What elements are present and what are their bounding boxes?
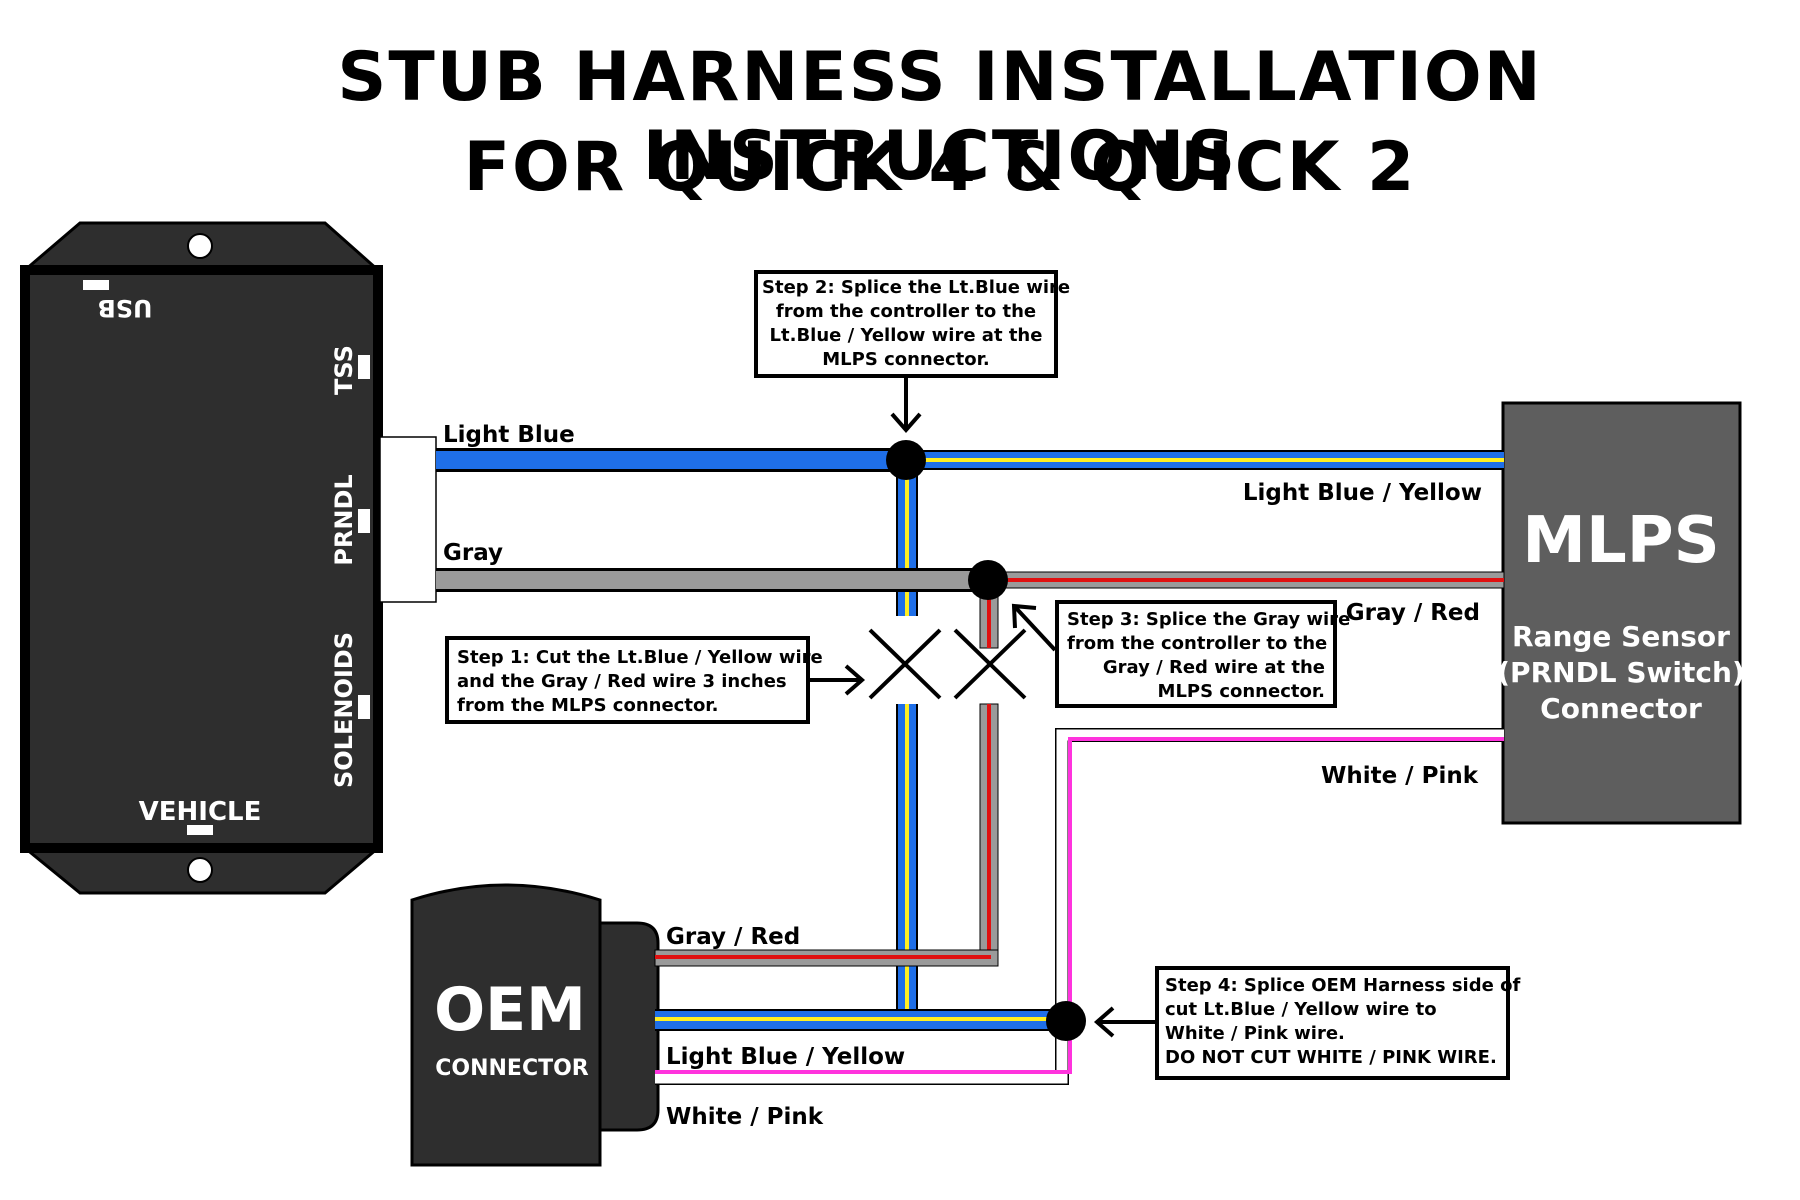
step4-line2: cut Lt.Blue / Yellow wire to — [1165, 999, 1437, 1020]
mlps-line1: Range Sensor — [1512, 620, 1730, 653]
step3-box: Step 3: Splice the Gray wire from the co… — [1055, 600, 1351, 708]
step1-line2: and the Gray / Red wire 3 inches — [457, 671, 787, 692]
arrow-step1 — [808, 664, 866, 696]
vehicle-label: VEHICLE — [139, 797, 262, 827]
step3-line3: Gray / Red wire at the — [1102, 657, 1325, 678]
splice-light-blue — [886, 440, 926, 480]
splice-white-pink — [1046, 1001, 1086, 1041]
wire-gray-red-mlps — [987, 571, 1505, 589]
oem-title: OEM — [434, 975, 586, 1045]
label-light-blue: Light Blue — [443, 422, 575, 448]
tss-label: TSS — [330, 345, 358, 395]
cut-mark-gray-red — [953, 628, 1027, 700]
step2-box: Step 2: Splice the Lt.Blue wire from the… — [754, 270, 1071, 378]
arrow-step2 — [890, 375, 922, 434]
mount-hole-top — [187, 233, 213, 259]
label-light-blue-yellow-bottom: Light Blue / Yellow — [666, 1044, 905, 1070]
mlps-title: MLPS — [1522, 504, 1719, 578]
vehicle-port — [187, 825, 213, 835]
label-gray-red-bottom: Gray / Red — [666, 924, 800, 950]
wire-gray-red-oem — [654, 949, 999, 967]
wire-light-blue — [436, 448, 906, 472]
wire-light-blue-yellow-oem — [655, 1009, 1068, 1031]
wire-white-pink — [655, 728, 1504, 1085]
step3-line1: Step 3: Splice the Gray wire — [1067, 609, 1351, 630]
splice-gray — [968, 560, 1008, 600]
controller-module: USB TSS PRNDL SOLENOIDS VEHICLE — [20, 221, 383, 895]
usb-port — [83, 280, 109, 290]
label-white-pink-top: White / Pink — [1321, 763, 1479, 789]
step2-line3: Lt.Blue / Yellow wire at the — [769, 325, 1043, 346]
prndl-port — [358, 509, 370, 533]
wire-gray-red-vertical-lower — [979, 703, 999, 959]
step1-line3: from the MLPS connector. — [457, 695, 719, 716]
step1-line1: Step 1: Cut the Lt.Blue / Yellow wire — [457, 647, 823, 668]
arrow-step3 — [1011, 603, 1057, 652]
step2-line4: MLPS connector. — [822, 349, 990, 370]
mlps-line2: (PRNDL Switch) — [1497, 656, 1745, 689]
label-white-pink-bottom: White / Pink — [666, 1104, 824, 1130]
arrow-step4 — [1093, 1006, 1155, 1038]
wire-light-blue-yellow-vertical-upper — [896, 460, 918, 616]
solenoids-label: SOLENOIDS — [330, 632, 358, 788]
step3-line4: MLPS connector. — [1157, 681, 1325, 702]
label-light-blue-yellow-top: Light Blue / Yellow — [1243, 480, 1482, 506]
mlps-line3: Connector — [1540, 692, 1702, 725]
step4-line4: DO NOT CUT WHITE / PINK WIRE. — [1165, 1047, 1497, 1068]
wire-light-blue-yellow-mlps — [906, 450, 1504, 470]
solenoids-port — [358, 695, 370, 719]
step2-line1: Step 2: Splice the Lt.Blue wire — [762, 277, 1071, 298]
page-title-line2: FOR QUICK 4 & QUICK 2 — [463, 128, 1417, 207]
stub-connector — [379, 436, 437, 603]
prndl-label: PRNDL — [330, 474, 358, 565]
tss-port — [358, 355, 370, 379]
step4-box: Step 4: Splice OEM Harness side of cut L… — [1155, 966, 1521, 1080]
wire-light-blue-yellow-vertical-lower — [896, 704, 918, 1022]
mlps-connector: MLPS Range Sensor (PRNDL Switch) Connect… — [1497, 401, 1745, 825]
oem-connector: OEM CONNECTOR — [410, 883, 660, 1167]
step4-line3: White / Pink wire. — [1165, 1023, 1345, 1044]
step4-line1: Step 4: Splice OEM Harness side of — [1165, 975, 1521, 996]
usb-label: USB — [97, 294, 152, 322]
step2-line2: from the controller to the — [775, 301, 1037, 322]
step1-box: Step 1: Cut the Lt.Blue / Yellow wire an… — [445, 636, 823, 724]
label-gray-red-top: Gray / Red — [1346, 600, 1480, 626]
step3-line2: from the controller to the — [1067, 633, 1328, 654]
cut-mark-light-blue — [868, 628, 942, 700]
mount-hole-bottom — [187, 857, 213, 883]
page-title-line1: STUB HARNESS INSTALLATION INSTRUCTIONS — [337, 38, 1543, 196]
label-gray: Gray — [443, 540, 503, 566]
wire-gray — [436, 568, 988, 592]
oem-subtitle: CONNECTOR — [435, 1056, 589, 1081]
